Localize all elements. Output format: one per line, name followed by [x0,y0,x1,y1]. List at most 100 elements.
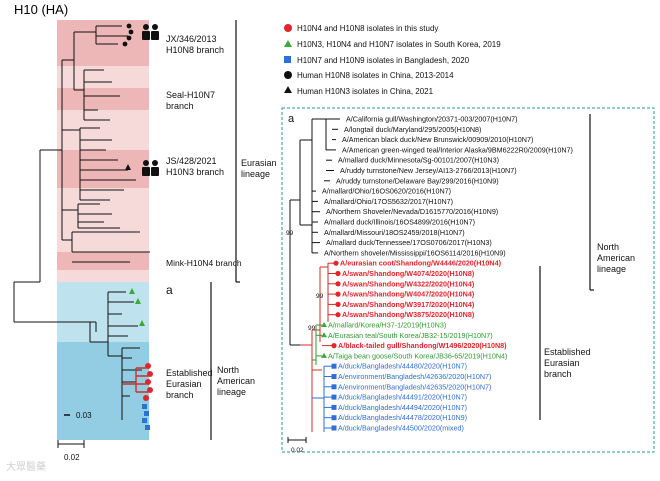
branch-label-seal: Seal-H10N7 [166,90,215,100]
taxon-marker [331,384,337,390]
inset-scale-label: 0.02 [291,447,304,454]
inset-lineage-na-3: lineage [597,264,626,274]
legend-red-circle-icon [284,24,292,32]
inset-taxon-label: A/Northern Shoveler/Nevada/D1615770/2016… [326,207,498,216]
inset-taxon-label: A/mallard duck/Illinois/16OS4899/2016(H1… [324,218,475,227]
lineage-label-na-2: American [217,376,255,386]
inset-taxon-label: A/Northern shoveler/Mississippi/16OS6114… [324,248,506,257]
inset-taxon-label: A/duck/Bangladesh/44478/2020(H10N9) [338,413,467,422]
figure-title: H10 (HA) [14,2,68,17]
taxon-marker [321,352,327,358]
taxon-marker [321,322,327,327]
legend-black-circle-icon [284,71,292,79]
inset-taxon-label: A/longtail duck/Maryland/295/2005(H10N8) [344,125,481,134]
inset-lineage-est-2: Eurasian [544,358,580,368]
inset-taxon-label: A/American green-winged teal/Interior Al… [342,145,573,154]
taxon-marker [331,374,337,379]
left-tree-labels: JX/346/2013 H10N8 branch Seal-H10N7 bran… [64,34,277,462]
inset-taxon-label: A/environment/Bangladesh/42636/2020(H10N… [338,372,491,381]
inset-taxon-label: A/ruddy turnstone/New Jersey/AI13-2766/2… [340,166,517,175]
inset-taxon-label: A/swan/Shandong/W4322/2020(H10N4) [342,279,475,288]
taxon-marker [335,291,341,297]
bootstrap-2: 99 [316,293,324,300]
legend-label-5: Human H10N3 isolates in China, 2021 [297,87,434,96]
taxon-marker [335,312,341,318]
inset-taxa-labels: A/California gull/Washington/20371-003/2… [322,115,573,433]
lineage-label-na-3: lineage [217,387,246,397]
inset-taxon-label: A/mallard/Ohio/16OS0620/2016(H10N7) [322,187,451,196]
left-scale-small: 0.03 [76,411,92,420]
lineage-label-eurasian-2: lineage [241,169,270,179]
branch-label-established: Established [166,368,213,378]
human-icon [142,24,159,176]
inset-taxon-label: A/duck/Bangladesh/44500/2020(mixed) [338,424,464,433]
taxon-marker [321,332,327,338]
taxon-marker [335,301,341,307]
inset-taxon-label: A/swan/Shandong/W4074/2020(H10N8) [342,269,475,278]
inset-taxon-label: A/mallard/Ohio/17OS5632/2017(H10N7) [324,197,453,206]
lineage-label-na: North [217,365,239,375]
left-scale-bar [57,414,85,448]
inset-lineage-est-3: branch [544,369,572,379]
left-tree-red-clade [122,367,148,393]
inset-taxon-label: A/ruddy turnstone/Delaware Bay/299/2016(… [336,176,499,185]
taxon-marker [335,281,341,287]
inset-taxon-label: A/duck/Bangladesh/44480/2020(H10N7) [338,362,467,371]
inset-taxon-label: A/Eurasian teal/South Korea/JB32-15/2019… [328,331,493,340]
inset-taxon-label: A/environment/Bangladesh/42635/2020(H10N… [338,382,491,391]
branch-label-seal-2: branch [166,101,194,111]
taxon-marker [331,404,337,410]
branch-label-js-2: H10N3 branch [166,167,224,177]
left-tree-brackets [210,20,240,440]
legend-green-triangle-icon [284,40,292,47]
branch-label-mink: Mink-H10N4 branch [166,258,242,268]
taxon-marker [331,425,337,431]
left-tree-markers [122,23,153,430]
branch-label-established-3: branch [166,390,194,400]
inset-box [281,107,655,453]
inset-taxon-label: A/duck/Bangladesh/44494/2020(H10N7) [338,403,467,412]
left-scale-label: 0.02 [64,453,80,462]
inset-label-a: a [288,113,295,125]
branch-label-established-2: Eurasian [166,379,202,389]
legend-labels: H10N4 and H10N8 isolates in this study H… [297,24,501,96]
inset-taxon-label: A/black-tailed gull/Shandong/W1496/2020(… [338,341,507,350]
legend-markers [284,24,292,93]
inset-tree-markers [321,260,341,431]
inset-lineage-na-2: American [597,253,635,263]
lineage-label-eurasian: Eurasian [241,158,277,168]
taxon-marker [331,394,337,400]
inset-taxon-label: A/California gull/Washington/20371-003/2… [346,115,518,124]
left-tree-background [57,20,149,440]
legend-blue-square-icon [284,56,291,63]
inset-taxon-label: A/eurasian coot/Shandong/W4446/2020(H10N… [340,259,502,268]
bootstrap-1: 99 [286,230,294,237]
inset-taxon-label: A/mallard duck/Tennessee/17OS0706/2017(H… [326,238,492,247]
legend-label-2: H10N3, H10N4 and H10N7 isolates in South… [297,40,501,49]
branch-label-jx: JX/346/2013 [166,34,217,44]
bootstrap-3: 99 [308,325,316,332]
inset-taxon-label: A/swan/Shandong/W4047/2020(H10N4) [342,290,475,299]
branch-label-js: JS/428/2021 [166,156,217,166]
inset-taxon-label: A/mallard/Missouri/18OS2459/2018(H10N7) [324,228,465,237]
clade-label-a: a [166,283,173,297]
inset-taxon-label: A/American black duck/New Brunswick/0090… [342,135,533,144]
inset-taxon-label: A/duck/Bangladesh/44491/2020(H10N7) [338,393,467,402]
taxon-marker [335,270,341,277]
legend-label-3: H10N7 and H10N9 isolates in Bangladesh, … [297,56,470,65]
inset-taxon-label: A/swan/Shandong/W3875/2020(H10N8) [342,310,475,319]
taxon-marker [331,415,337,421]
taxon-marker [331,343,337,349]
inset-text: a North American lineage Established Eur… [286,113,635,454]
left-tree-branches [13,25,150,420]
inset-taxon-label: A/Taiga bean goose/South Korea/JB36-65/2… [328,351,507,360]
legend-label-4: Human H10N8 isolates in China, 2013-2014 [297,71,454,80]
branch-label-jx-2: H10N8 branch [166,45,224,55]
legend-label-1: H10N4 and H10N8 isolates in this study [297,24,438,33]
inset-lineage-est: Established [544,347,591,357]
taxon-marker [333,260,339,266]
legend-black-triangle-icon [284,86,292,93]
inset-brackets [539,114,594,420]
inset-taxon-label: A/mallard duck/Minnesota/Sg-00101/2007(H… [338,156,499,165]
